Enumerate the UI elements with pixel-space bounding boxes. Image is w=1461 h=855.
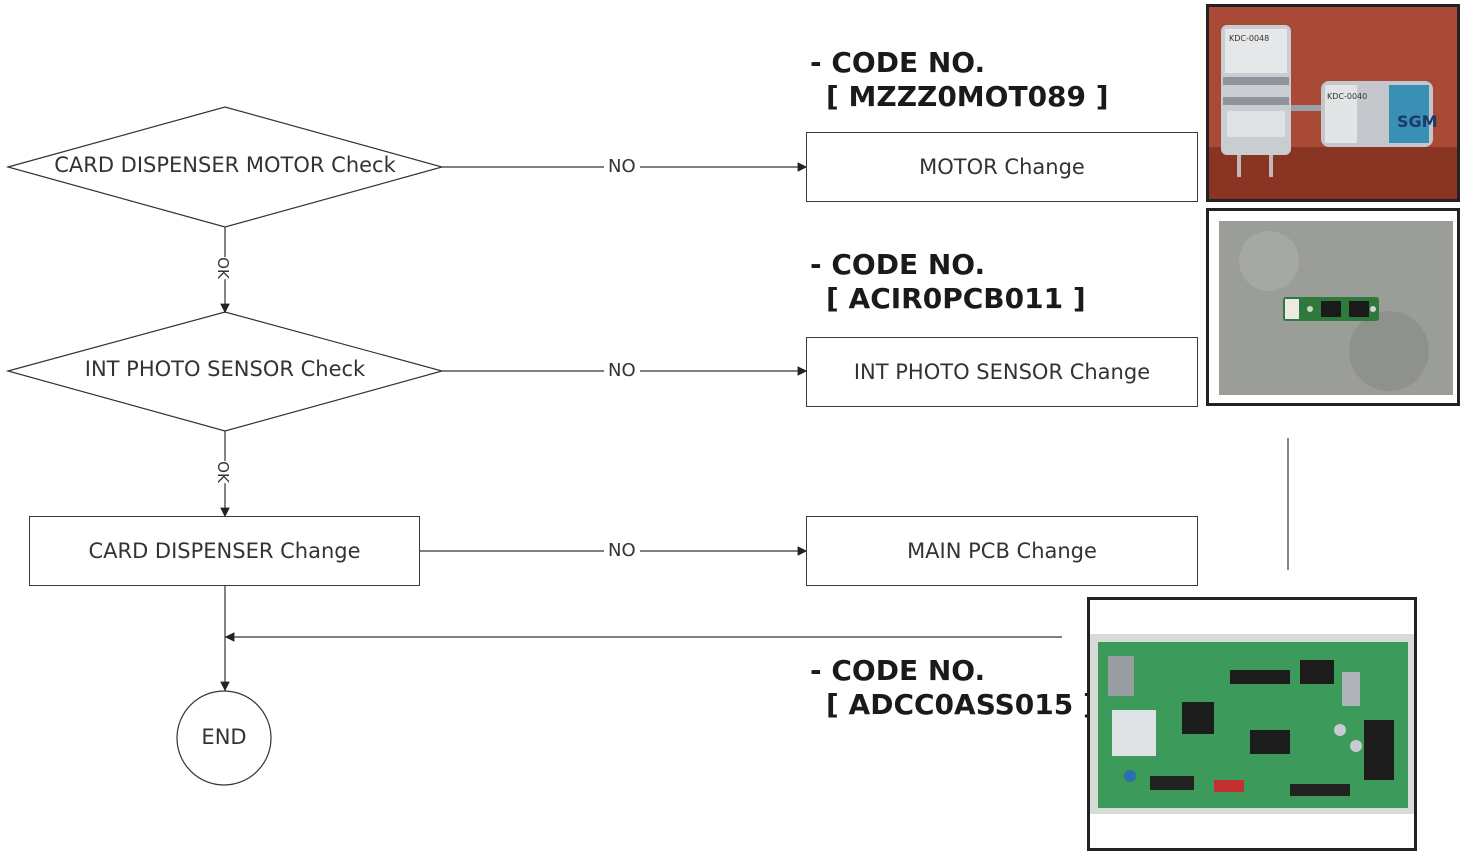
end-terminal: END bbox=[201, 725, 247, 749]
code-mainpcb-value: [ ADCC0ASS015 ] bbox=[826, 688, 1096, 721]
no-label-dispenser: NO bbox=[604, 540, 640, 561]
sensor-image bbox=[1209, 211, 1457, 403]
decision-motor-check: CARD DISPENSER MOTOR Check bbox=[54, 153, 396, 177]
no-label-motor: NO bbox=[604, 156, 640, 177]
code-motor-value: [ MZZZ0MOT089 ] bbox=[826, 80, 1109, 113]
motor-brand: SGM bbox=[1397, 112, 1438, 131]
end-circle-shape bbox=[176, 690, 272, 786]
motor-photo: KDC-0048 KDC-0040 SGM bbox=[1206, 4, 1460, 202]
code-mainpcb-title: - CODE NO. bbox=[810, 654, 986, 687]
code-motor-title: - CODE NO. bbox=[810, 46, 986, 79]
ok-label-motor: OK bbox=[213, 257, 232, 279]
sensor-photo bbox=[1206, 208, 1460, 406]
no-label-sensor: NO bbox=[604, 360, 640, 381]
main-pcb-image bbox=[1090, 600, 1414, 848]
ok-label-sensor: OK bbox=[213, 461, 232, 483]
code-sensor-value: [ ACIR0PCB011 ] bbox=[826, 282, 1086, 315]
decision-sensor-check: INT PHOTO SENSOR Check bbox=[84, 357, 366, 381]
code-motor: - CODE NO. [ MZZZ0MOT089 ] bbox=[810, 46, 1109, 114]
motor-change-box: MOTOR Change bbox=[806, 132, 1198, 202]
code-sensor-title: - CODE NO. bbox=[810, 248, 986, 281]
sensor-change-box: INT PHOTO SENSOR Change bbox=[806, 337, 1198, 407]
code-mainpcb: - CODE NO. [ ADCC0ASS015 ] bbox=[810, 654, 1096, 722]
motor-label-2: KDC-0040 bbox=[1327, 92, 1367, 101]
main-pcb-photo bbox=[1087, 597, 1417, 851]
code-sensor: - CODE NO. [ ACIR0PCB011 ] bbox=[810, 248, 1086, 316]
card-dispenser-change-box: CARD DISPENSER Change bbox=[29, 516, 420, 586]
main-pcb-change-box: MAIN PCB Change bbox=[806, 516, 1198, 586]
motor-image: KDC-0048 KDC-0040 SGM bbox=[1209, 7, 1457, 199]
motor-label-1: KDC-0048 bbox=[1229, 34, 1269, 43]
